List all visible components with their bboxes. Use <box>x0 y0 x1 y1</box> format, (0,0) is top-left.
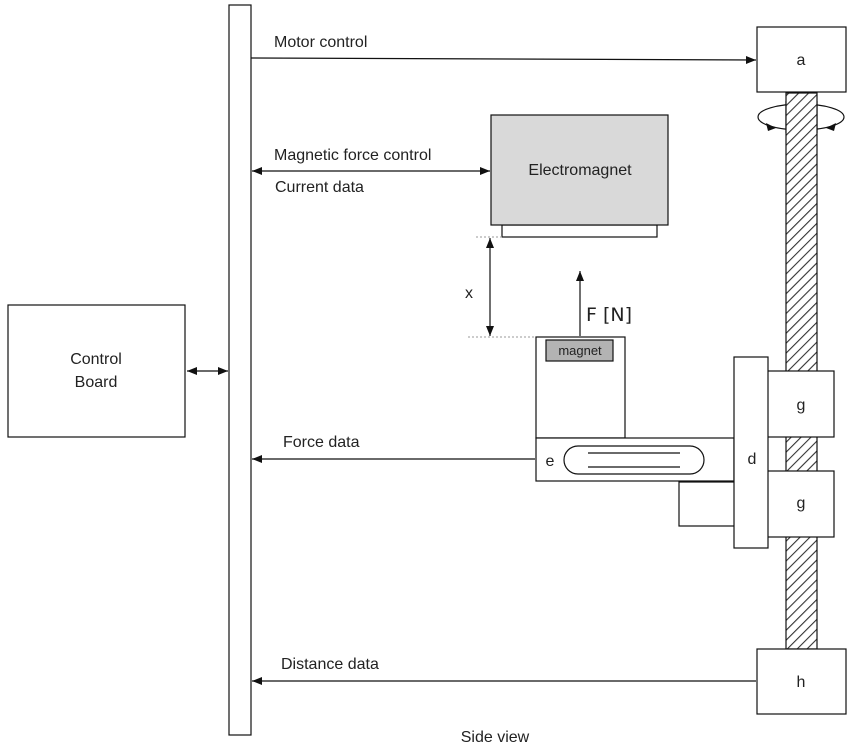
caption-side-view: Side view <box>461 729 530 746</box>
bus-bar <box>228 4 252 736</box>
electromagnet-label: Electromagnet <box>528 162 632 179</box>
distance-data-label: Distance data <box>281 656 379 673</box>
component-g-lower-label: g <box>797 495 806 512</box>
component-g-upper-box <box>766 370 835 438</box>
component-d-label: d <box>748 451 757 468</box>
gap-x-label: x <box>465 285 473 302</box>
force-label: F [N] <box>586 304 632 326</box>
control-board-label-line1: Control <box>70 351 122 368</box>
component-e-label: e <box>546 453 555 470</box>
magnetic-force-control-label: Magnetic force control <box>274 147 431 164</box>
component-g-upper-label: g <box>797 397 806 414</box>
current-data-label: Current data <box>275 179 364 196</box>
component-d-plate <box>733 356 769 549</box>
force-data-label: Force data <box>283 434 360 451</box>
rotation-arrow-right-icon <box>826 123 836 131</box>
component-a-box <box>756 26 847 93</box>
magnet-block <box>545 339 614 362</box>
motor-control-arrow <box>250 55 757 64</box>
rotation-arrow-left-icon <box>766 123 776 131</box>
electromagnet-base <box>501 224 658 238</box>
electromagnet-box <box>490 114 669 226</box>
component-h-label: h <box>797 674 806 691</box>
control-board-label-line2: Board <box>75 374 118 391</box>
control-board-box <box>7 304 186 438</box>
lower-support-block <box>678 481 736 527</box>
component-g-lower-box <box>766 470 835 538</box>
component-h-box <box>756 648 847 715</box>
magnet-label: magnet <box>558 343 602 358</box>
motor-control-label: Motor control <box>274 34 367 51</box>
component-a-label: a <box>797 52 806 69</box>
